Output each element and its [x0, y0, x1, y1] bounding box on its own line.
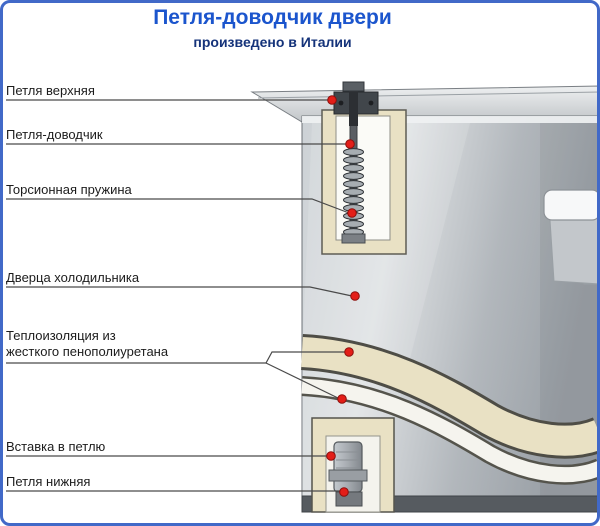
hinge-pin-cap: [342, 81, 365, 92]
marker-dot: [350, 291, 360, 301]
label-hinge-insert: Вставка в петлю: [6, 439, 106, 454]
marker-dot: [339, 487, 349, 497]
door-handle: [543, 189, 600, 285]
marker-dot: [345, 139, 355, 149]
label-torsion-spring: Торсионная пружина: [6, 182, 132, 197]
marker-dots: [326, 95, 360, 497]
label-closer-hinge: Петля-доводчик: [6, 127, 103, 142]
marker-dot: [337, 394, 347, 404]
label-bottom-hinge: Петля нижняя: [6, 474, 91, 489]
hinge-insert-collar: [328, 469, 368, 482]
label-insulation: Теплоизоляция из жесткого пенополиуретан…: [6, 328, 169, 359]
marker-dot: [347, 208, 357, 218]
page-subtitle: произведено в Италии: [193, 34, 352, 50]
marker-dot: [326, 451, 336, 461]
label-top-hinge: Петля верхняя: [6, 83, 95, 98]
bottom-hinge-cutaway: [311, 417, 395, 513]
label-fridge-door: Дверца холодильника: [6, 270, 140, 285]
page-title: Петля-доводчик двери: [153, 6, 392, 29]
hinge-pin: [349, 84, 358, 126]
leader-lines: [6, 99, 353, 492]
marker-dot: [327, 95, 337, 105]
marker-dot: [344, 347, 354, 357]
spring-mount: [341, 233, 366, 244]
hinge-insert-body: [333, 441, 363, 493]
insulation-band: [300, 334, 600, 485]
torsion-spring-coil: [343, 148, 364, 236]
top-hinge-cutaway: [321, 81, 407, 255]
